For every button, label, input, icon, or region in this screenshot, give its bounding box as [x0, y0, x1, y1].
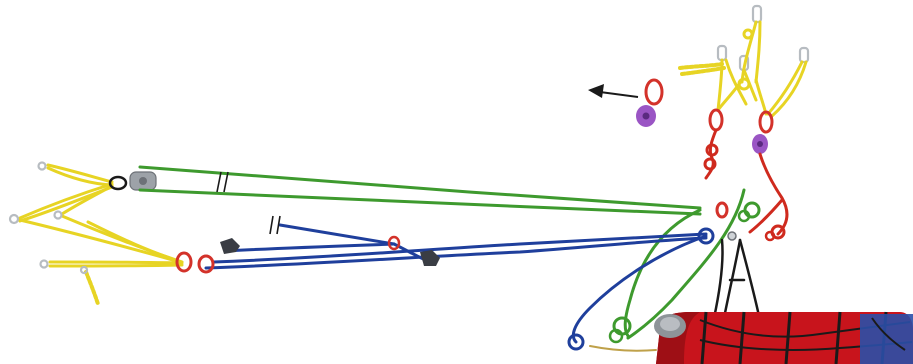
red-carabiner-icon	[175, 235, 401, 274]
anchor-bolt-icon	[716, 4, 810, 72]
left-anchor-yellow-slings	[8, 161, 184, 306]
anchor-bolt-icon	[8, 161, 89, 275]
right-anchor-yellow-slings	[678, 4, 810, 118]
right-anchor-carabiner-icon	[708, 108, 774, 134]
blue-track-line	[204, 215, 715, 351]
spare-pulley	[636, 78, 664, 127]
left-pulley-icon	[108, 171, 157, 191]
direction-arrow-icon	[588, 84, 639, 98]
rescue-litter	[589, 311, 913, 364]
green-highline-rope	[138, 165, 761, 344]
red-control-line	[703, 128, 789, 242]
purple-pulley-icon	[752, 134, 768, 154]
rope-grab-icon	[220, 238, 440, 266]
